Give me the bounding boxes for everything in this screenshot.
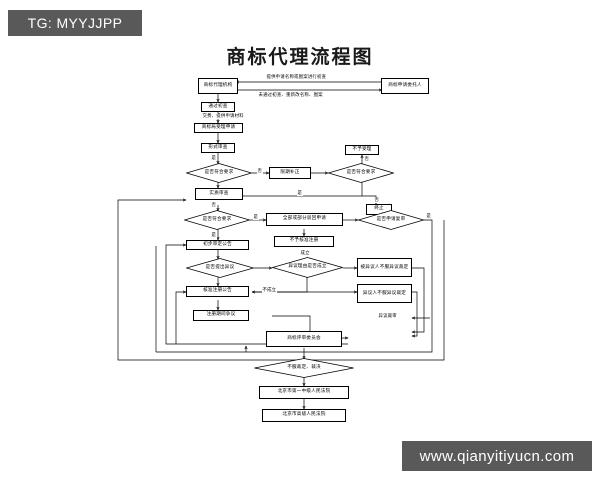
diamond-shape [328,163,394,183]
diamond-shape [254,358,354,378]
diamond-label: 是否提出异议 [205,264,235,270]
node-decision-meets-requirements-substantive: 是否符合要求 [184,210,250,230]
node-formal-examination: 形式审查 [201,143,235,153]
edge-label-no-correction: 否 [364,156,370,162]
edge-label-failed-search-rename: 未通过初查、重新改名称、图案 [258,92,324,98]
edge-label-pay-and-provide-materials: 交费、提供申请材料 [202,113,245,119]
diamond-label: 是否符合要求 [204,169,234,175]
edge-label-yes-formal: 是 [211,155,217,161]
node-not-accepted: 不予受理 [345,145,379,155]
tg-watermark-badge: TG: MYYJJPP [8,10,142,36]
node-preliminary-approval-announcement: 初步审定公告 [186,240,249,250]
edge-label-yes-substantive: 否 [211,202,217,208]
node-applicant-principal: 商标申请委托人 [381,78,429,94]
site-watermark-badge: www.qianyitiyucn.com [402,441,592,471]
edge-label-grounds-valid: 成立 [300,250,311,256]
diamond-shape [272,257,343,278]
node-correction-within-deadline: 限期补正 [269,167,311,179]
edge-label-yes-reexamination: 是 [426,213,432,219]
node-beijing-first-intermediate-court: 北京市第一中级人民法院 [259,386,349,399]
node-full-or-partial-rejection: 全部或部分驳回申请 [266,213,343,226]
node-decision-opposition-filed: 是否提出异议 [186,258,254,278]
edge-label-no-reexamination: 否 [374,197,380,203]
edge-label-provide-name-for-search: 提供申请名称或图案进行初查 [266,74,327,80]
edge-label-yes-announcement: 是 [211,232,217,238]
edge-label-yes-correction: 是 [297,190,303,196]
node-decision-request-reexamination: 是否申请复审 [358,210,424,230]
node-decision-meets-requirements-correction: 是否符合要求 [328,163,394,183]
diamond-label: 不服裁定、裁决 [287,364,321,370]
edge-label-no-formal: 否 [257,168,263,174]
edge-label-grounds-invalid: 不成立 [262,287,277,293]
node-substantive-examination: 实质审查 [195,188,243,200]
node-registration-approval-announcement: 核准注册公告 [186,286,249,297]
node-dispute-during-registration: 注册期间争议 [193,310,249,321]
node-trademark-review-board: 商标评审委员会 [266,331,342,347]
node-trademark-agency: 商标代理机构 [198,78,238,94]
node-passed-preliminary-search: 通过初查 [201,102,235,112]
edge-label-opposition-review: 异议裁审 [378,313,398,319]
node-opposed-party-appeal: 被异议人不服异议裁定 [357,258,412,277]
diamond-label: 异议理由是否成立 [288,264,327,270]
node-decision-appeal-ruling: 不服裁定、裁决 [254,358,354,378]
diamond-label: 是否符合要求 [202,216,232,222]
diamond-shape [186,258,254,278]
page-title: 商标代理流程图 [226,46,374,68]
node-registration-not-approved: 不予核准注册 [274,236,334,247]
diamond-label: 是否申请复审 [376,216,406,222]
node-beijing-high-court: 北京市高级人民法院 [262,409,346,422]
node-office-accepts-application: 商标局受理申请 [194,123,243,133]
diamond-shape [358,210,424,230]
diamond-shape [186,163,252,183]
edge-label-no-substantive: 是 [253,214,259,220]
node-decision-opposition-grounds-valid: 异议理由是否成立 [272,257,343,278]
node-decision-meets-requirements-formal: 是否符合要求 [186,163,252,183]
node-opponent-appeal: 异议人不服异议裁定 [357,284,412,303]
diamond-shape [184,210,250,230]
diamond-label: 是否符合要求 [346,169,376,175]
